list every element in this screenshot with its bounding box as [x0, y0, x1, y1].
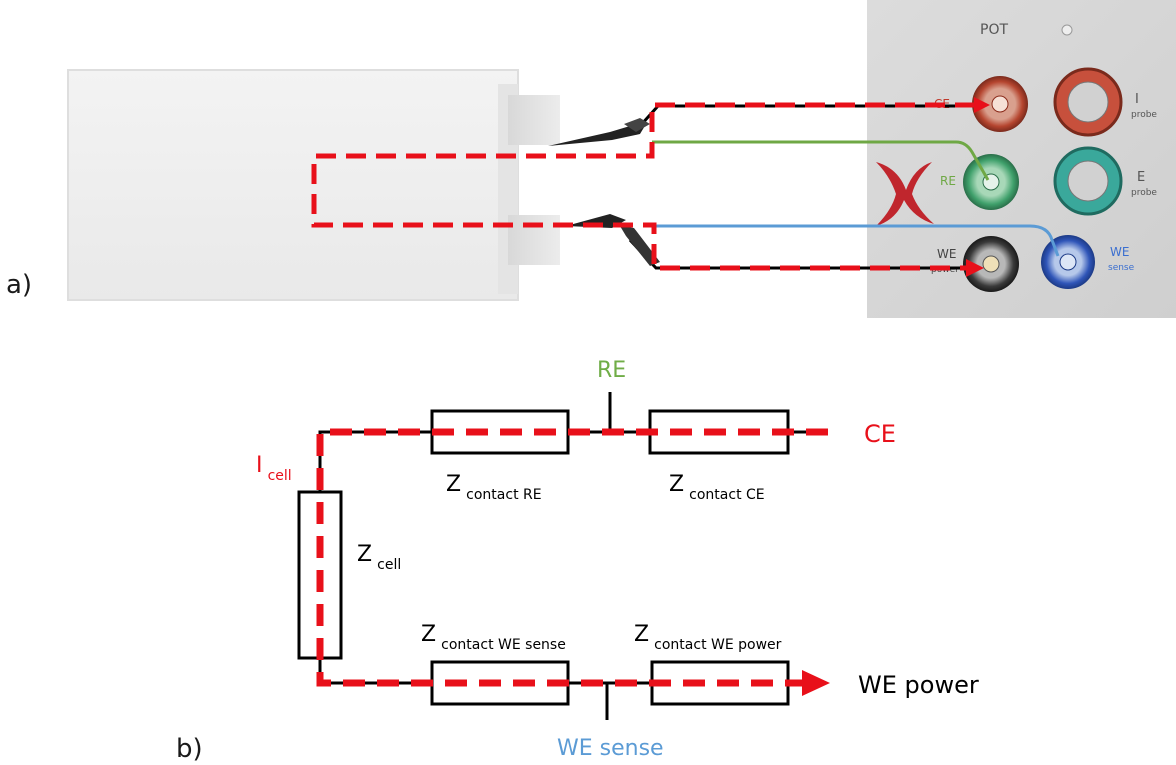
e-probe-sublabel: probe: [1131, 188, 1157, 198]
ce-connector-pin: [991, 95, 1009, 113]
z-contact-we-sense-label: Z contact WE sense: [421, 622, 566, 653]
current-path-arrowhead-ce: [974, 97, 990, 113]
pouch-cell-body: [67, 69, 519, 301]
z-contact-ce-main: Z: [669, 472, 684, 497]
wire-left-bottom: [318, 658, 432, 685]
z-contact-we-power-sub: contact WE power: [654, 637, 781, 653]
alligator-clip-upper: [548, 118, 650, 146]
panel-a-label: a): [6, 270, 32, 300]
pot-label: POT: [980, 22, 1008, 38]
z-contact-ce-sub: contact CE: [689, 487, 764, 503]
pouch-cell: [67, 69, 560, 301]
pot-indicator-led: [1061, 24, 1073, 36]
z-contact-we-sense-sub: contact WE sense: [441, 637, 566, 653]
z-cell-main: Z: [357, 542, 372, 567]
i-probe-label: I: [1135, 92, 1139, 107]
we-power-node-label: WE power: [858, 671, 979, 699]
clip-lower-jaw: [566, 214, 626, 228]
ce-node-label: CE: [864, 420, 896, 448]
brand-logo-mark: [876, 162, 934, 226]
z-contact-re-main: Z: [446, 472, 461, 497]
z-contact-we-power-label: Z contact WE power: [634, 622, 782, 653]
cell-tab-upper: [508, 95, 560, 145]
e-probe-label: E: [1137, 170, 1145, 185]
current-path-arrowhead-we: [966, 259, 984, 277]
we-sense-connector-label: WE: [1110, 245, 1129, 259]
i-cell-sub: cell: [268, 468, 292, 484]
i-probe-socket: [1067, 81, 1109, 123]
we-power-connector-pin: [982, 255, 1000, 273]
reference-lead-green: [652, 140, 990, 181]
panel-b: b) RE CE WE power WE sense I cell: [176, 358, 979, 764]
z-cell-sub: cell: [377, 557, 401, 573]
current-path-arrowhead-b: [802, 670, 830, 696]
z-contact-we-sense-main: Z: [421, 622, 436, 647]
current-path-dashed-a: [311, 102, 975, 271]
we-sense-connector-pin: [1059, 253, 1077, 271]
panel-b-label: b): [176, 734, 203, 764]
we-sense-connector-sublabel: sense: [1108, 263, 1135, 273]
alligator-clip-lower: [566, 214, 660, 266]
current-path-dashed-b: [316, 428, 828, 687]
e-probe-socket: [1067, 160, 1109, 202]
i-probe-sublabel: probe: [1131, 110, 1157, 120]
sense-lead-blue: [655, 224, 1060, 257]
z-contact-re-label: Z contact RE: [446, 472, 542, 503]
re-connector-label: RE: [940, 174, 956, 188]
panel-face: [867, 0, 1176, 318]
z-cell-label: Z cell: [357, 542, 401, 573]
i-cell-label: I cell: [256, 453, 292, 484]
re-node-label: RE: [597, 358, 626, 383]
we-power-connector-label: WE: [937, 247, 956, 261]
panel-a: a) POT CE I probe RE: [6, 0, 1176, 318]
z-contact-we-power-main: Z: [634, 622, 649, 647]
clip-upper-hinge: [624, 118, 650, 132]
i-cell-main: I: [256, 453, 263, 478]
we-sense-node-label: WE sense: [557, 736, 664, 761]
z-contact-re-sub: contact RE: [466, 487, 541, 503]
wire-left-top: [318, 430, 432, 492]
clip-upper-jaw: [548, 124, 646, 146]
z-contact-ce-label: Z contact CE: [669, 472, 765, 503]
clip-lower-handle: [620, 226, 660, 266]
